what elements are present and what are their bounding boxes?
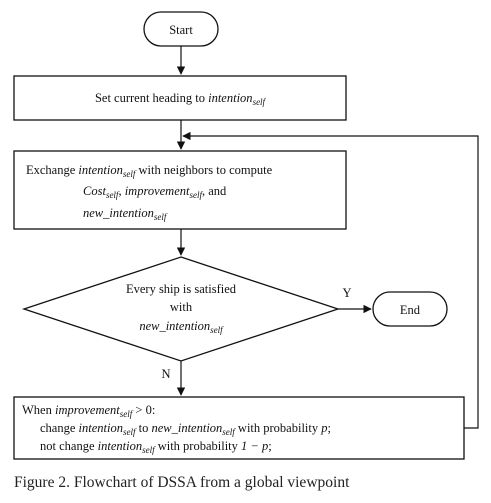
exchange-line-2: Costself, improvementself, and xyxy=(83,184,227,200)
decision-node: Every ship is satisfied with new_intenti… xyxy=(21,256,341,362)
exchange-line-3: new_intentionself xyxy=(83,206,168,222)
yes-label: Y xyxy=(342,286,351,300)
update-line-3: not change intentionself with probabilit… xyxy=(40,439,272,455)
end-label: End xyxy=(400,303,421,317)
figure-caption: Figure 2. Flowchart of DSSA from a globa… xyxy=(14,474,350,491)
decision-line-3: new_intentionself xyxy=(139,319,224,335)
start-node: Start xyxy=(143,11,219,47)
update-line-1: When improvementself > 0: xyxy=(22,403,155,419)
decision-line-1: Every ship is satisfied xyxy=(126,282,237,296)
start-label: Start xyxy=(169,23,193,37)
decision-line-2: with xyxy=(170,300,193,314)
set-heading-text: Set current heading to intentionself xyxy=(95,91,267,107)
update-line-2: change intentionself to new_intentionsel… xyxy=(40,421,331,437)
edge-loop-back xyxy=(182,131,479,429)
exchange-line-1: Exchange intentionself with neighbors to… xyxy=(26,163,273,179)
no-label: N xyxy=(161,367,170,381)
update-node: When improvementself > 0: change intenti… xyxy=(13,396,465,460)
end-node: End xyxy=(372,291,448,327)
set-heading-node: Set current heading to intentionself xyxy=(13,75,347,121)
exchange-node: Exchange intentionself with neighbors to… xyxy=(13,150,347,230)
